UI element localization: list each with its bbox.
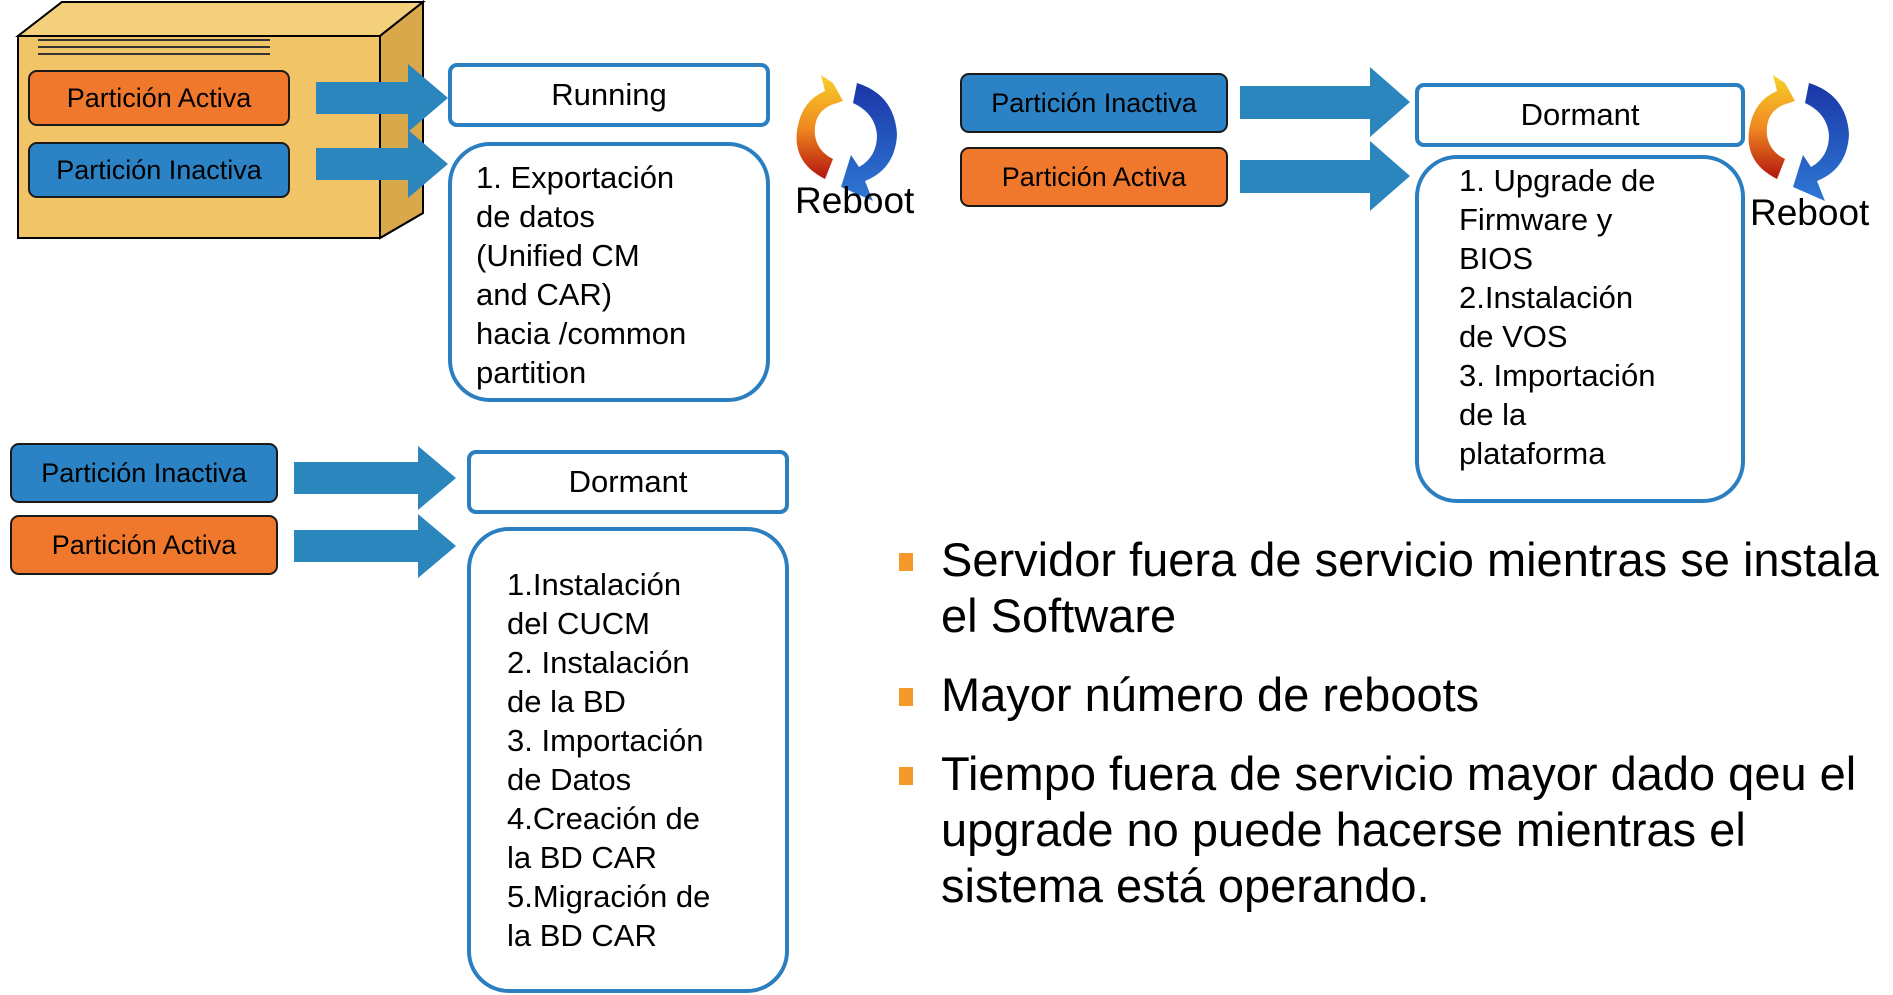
step-item: 1. Exportación de datos (Unified CM and … (476, 160, 687, 390)
reboot-label: Reboot (1750, 192, 1870, 233)
step-item: 2.Instalación de VOS (1459, 280, 1634, 354)
arrow-right-icon (294, 446, 456, 510)
bullet-text: Servidor fuera de servicio mientras se i… (941, 533, 1879, 642)
arrow-right-icon (1240, 67, 1410, 137)
steps-list: 1.Instalación del CUCM 2. Instalación de… (507, 565, 771, 955)
bullet-square-icon (899, 688, 913, 706)
stage2-partition-active: Partición Activa (960, 147, 1228, 207)
arrow-right-icon (1240, 141, 1410, 211)
partition-label: Partición Inactiva (41, 457, 247, 488)
bullet-item: Servidor fuera de servicio mientras se i… (893, 532, 1883, 644)
stage3-partition-active: Partición Activa (10, 515, 278, 575)
step-item: 3. Importación de la plataforma (1459, 358, 1656, 471)
bullet-item: Mayor número de reboots (893, 667, 1883, 723)
partition-label: Partición Activa (66, 82, 252, 113)
stage1-partition-active: Partición Activa (28, 70, 290, 126)
step-item: 2. Instalación de la BD (507, 645, 690, 719)
stage3-state-box: Dormant (467, 450, 789, 514)
bullet-text: Mayor número de reboots (941, 668, 1480, 721)
reboot-cycle-icon (1748, 75, 1849, 201)
reboot-label: Reboot (795, 180, 915, 221)
step-item: 4.Creación de la BD CAR (507, 801, 701, 875)
arrow-right-icon (316, 64, 448, 132)
bullet-item: Tiempo fuera de servicio mayor dado qeu … (893, 746, 1883, 914)
bullet-square-icon (899, 553, 913, 571)
stage1-state-box: Running (448, 63, 770, 127)
stage2-state-box: Dormant (1415, 83, 1745, 147)
reboot-cycle-icon (796, 75, 897, 201)
state-label: Running (551, 77, 667, 112)
arrow-right-icon (294, 514, 456, 578)
stage1-partition-inactive: Partición Inactiva (28, 142, 290, 198)
stage2-partition-inactive: Partición Inactiva (960, 73, 1228, 133)
step-item: 5.Migración de la BD CAR (507, 879, 711, 953)
step-item: 3. Importación de Datos (507, 723, 704, 797)
stage3-partition-inactive: Partición Inactiva (10, 443, 278, 503)
stage2-steps-box: 1. Upgrade de Firmware y BIOS 2.Instalac… (1415, 155, 1745, 503)
stage3-steps-box: 1.Instalación del CUCM 2. Instalación de… (467, 527, 789, 993)
arrow-right-icon (316, 130, 448, 198)
step-item: 1. Upgrade de Firmware y BIOS (1459, 163, 1656, 276)
arrows (294, 64, 1410, 578)
partition-label: Partición Activa (1001, 161, 1187, 192)
partition-label: Partición Inactiva (991, 87, 1197, 118)
bullet-square-icon (899, 767, 913, 785)
step-item: 1.Instalación del CUCM (507, 567, 682, 641)
partition-label: Partición Activa (51, 529, 237, 560)
stage1-steps-box: 1. Exportación de datos (Unified CM and … (448, 142, 770, 402)
steps-list: 1. Exportación de datos (Unified CM and … (476, 158, 742, 392)
state-label: Dormant (568, 464, 688, 499)
steps-list: 1. Upgrade de Firmware y BIOS 2.Instalac… (1459, 161, 1727, 473)
state-label: Dormant (1520, 97, 1640, 132)
bullet-list: Servidor fuera de servicio mientras se i… (893, 532, 1883, 937)
partition-label: Partición Inactiva (56, 154, 262, 185)
bullet-text: Tiempo fuera de servicio mayor dado qeu … (941, 747, 1857, 912)
